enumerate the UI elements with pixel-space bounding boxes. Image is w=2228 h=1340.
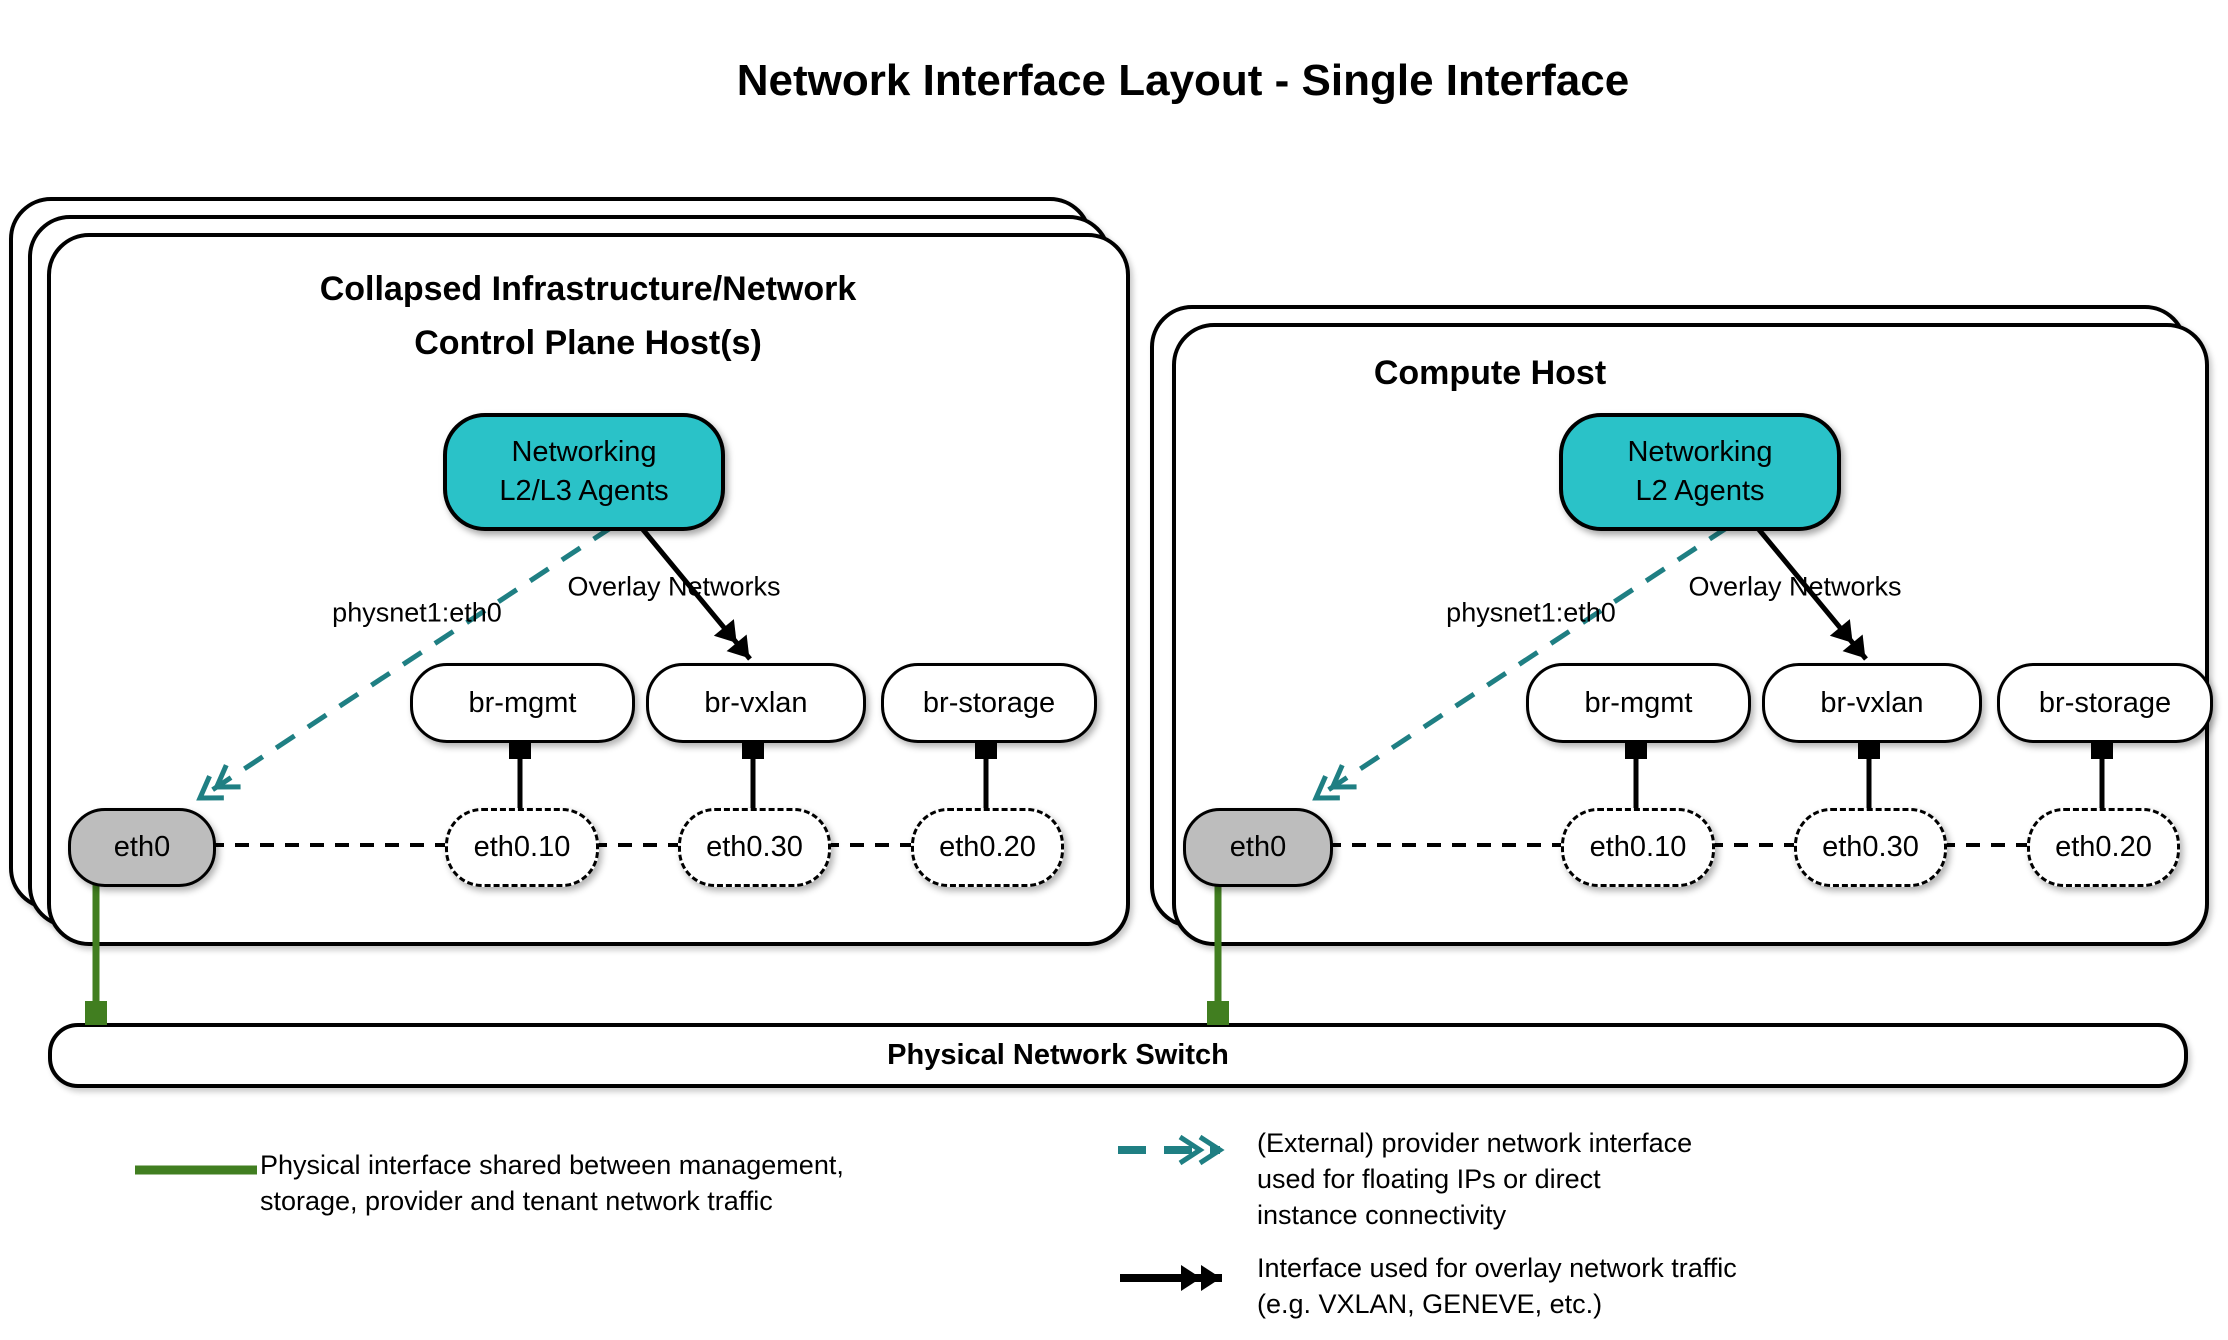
legend-line: (External) provider network interface — [1257, 1128, 1693, 1158]
vlan-eth0-20: eth0.20 — [911, 808, 1064, 887]
agent-label-line: Networking — [1627, 436, 1773, 468]
bridge-br-mgmt: br-mgmt — [410, 663, 635, 743]
legend-physical-interface-text: Physical interface shared between manage… — [260, 1147, 844, 1219]
vlan-eth0-30: eth0.30 — [678, 808, 831, 887]
legend-provider-interface-text: (External) provider network interface us… — [1257, 1125, 1692, 1233]
vlan-eth0-10: eth0.10 — [445, 808, 599, 887]
bridge-br-storage: br-storage — [881, 663, 1097, 743]
vlan-eth0-10: eth0.10 — [1561, 808, 1715, 887]
bridge-br-mgmt: br-mgmt — [1526, 663, 1751, 743]
vlan-eth0-30: eth0.30 — [1794, 808, 1947, 887]
overlay-networks-label: Overlay Networks — [567, 571, 781, 602]
legend-line: (e.g. VXLAN, GENEVE, etc.) — [1257, 1289, 1603, 1319]
host-title-line: Compute Host — [1373, 354, 1607, 392]
legend-line: instance connectivity — [1257, 1200, 1507, 1230]
control-plane-host-title: Collapsed Infrastructure/Network Control… — [320, 262, 857, 370]
compute-host-title: Compute Host — [1374, 346, 1606, 400]
legend-line: storage, provider and tenant network tra… — [260, 1186, 773, 1216]
legend-overlay-interface-text: Interface used for overlay network traff… — [1257, 1250, 1737, 1322]
host-title-line: Collapsed Infrastructure/Network — [319, 270, 857, 308]
legend-line: used for floating IPs or direct — [1257, 1164, 1601, 1194]
switch-label: Physical Network Switch — [887, 1039, 1229, 1071]
physnet-label: physnet1:eth0 — [1446, 597, 1616, 628]
legend-line: Physical interface shared between manage… — [260, 1150, 844, 1180]
vlan-eth0-20: eth0.20 — [2027, 808, 2180, 887]
bridge-br-storage: br-storage — [1997, 663, 2213, 743]
agent-label-line: L2/L3 Agents — [499, 475, 669, 507]
agent-label-line: Networking — [511, 436, 657, 468]
physnet-label: physnet1:eth0 — [332, 597, 502, 628]
bridge-br-vxlan: br-vxlan — [1762, 663, 1982, 743]
legend-line: Interface used for overlay network traff… — [1257, 1253, 1737, 1283]
overlay-networks-label: Overlay Networks — [1688, 571, 1902, 602]
physical-network-switch: Physical Network Switch — [48, 1023, 2188, 1088]
networking-l2-agents-node: Networking L2 Agents — [1559, 413, 1841, 531]
networking-l2l3-agents-node: Networking L2/L3 Agents — [443, 413, 725, 531]
bridge-br-vxlan: br-vxlan — [646, 663, 866, 743]
diagram-title: Network Interface Layout - Single Interf… — [736, 56, 1630, 105]
interface-eth0: eth0 — [1183, 808, 1333, 887]
agent-label-line: L2 Agents — [1635, 475, 1765, 507]
host-title-line: Control Plane Host(s) — [414, 324, 762, 362]
interface-eth0: eth0 — [68, 808, 216, 887]
